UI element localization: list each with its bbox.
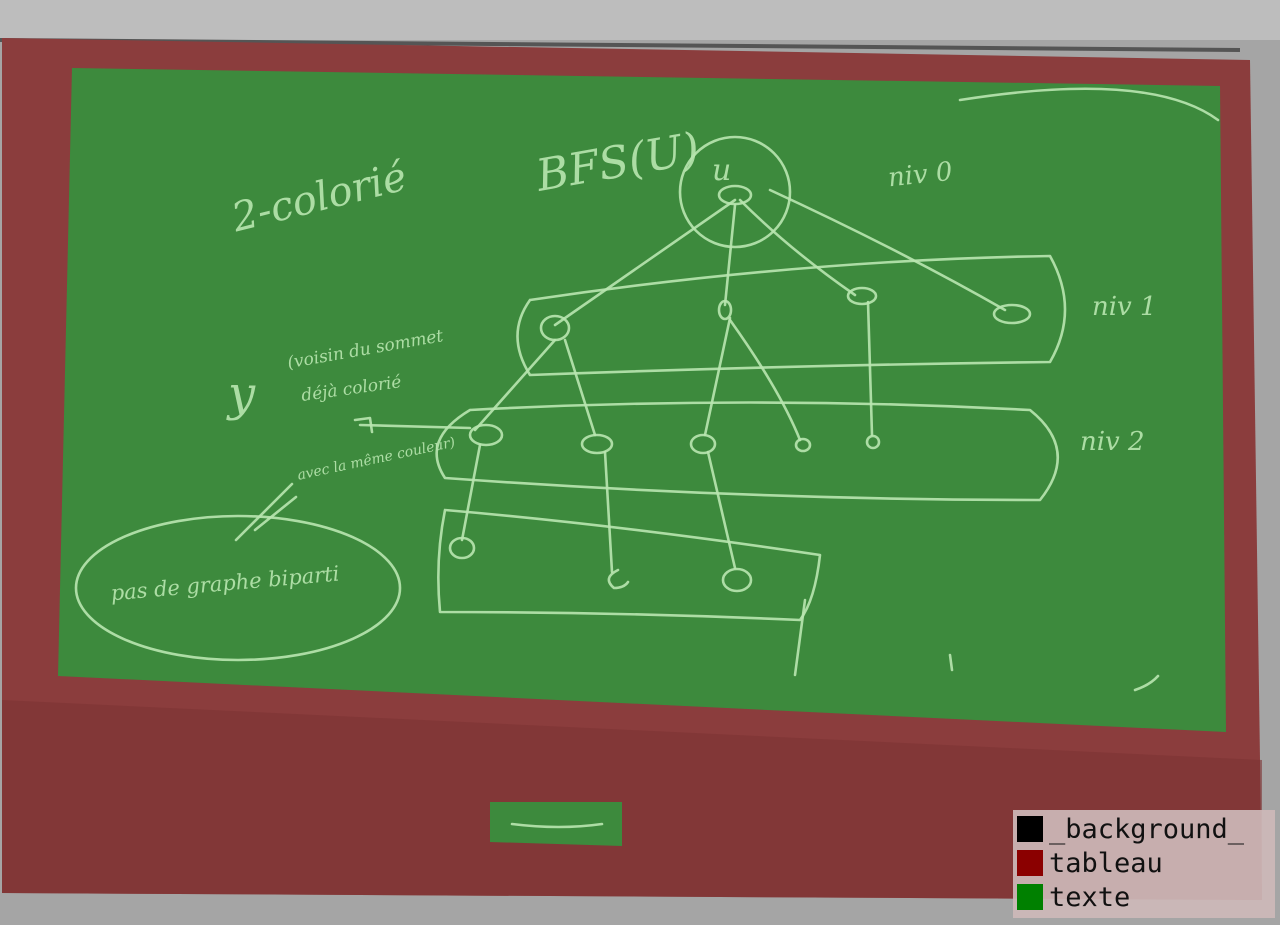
legend-item-texte: texte xyxy=(1017,880,1271,914)
legend-swatch xyxy=(1017,816,1043,842)
root-label: u xyxy=(712,153,731,188)
note-y: y xyxy=(226,366,256,422)
bubble-outline xyxy=(74,514,402,662)
text-region xyxy=(58,68,1226,732)
legend-item-tableau: tableau xyxy=(1017,846,1271,880)
legend-label: texte xyxy=(1049,881,1131,913)
eraser-text-region xyxy=(490,802,622,846)
level2-label: niv 2 xyxy=(1080,427,1145,457)
legend-label: tableau xyxy=(1049,847,1163,879)
legend-swatch xyxy=(1017,884,1043,910)
graph-drawing xyxy=(74,87,1220,692)
legend-label: _background_ xyxy=(1049,813,1245,845)
legend: _background_ tableau texte xyxy=(1013,810,1275,918)
legend-swatch xyxy=(1017,850,1043,876)
level1-label: niv 1 xyxy=(1092,292,1157,322)
legend-item-background: _background_ xyxy=(1017,812,1271,846)
level0-label: niv 0 xyxy=(887,157,954,194)
